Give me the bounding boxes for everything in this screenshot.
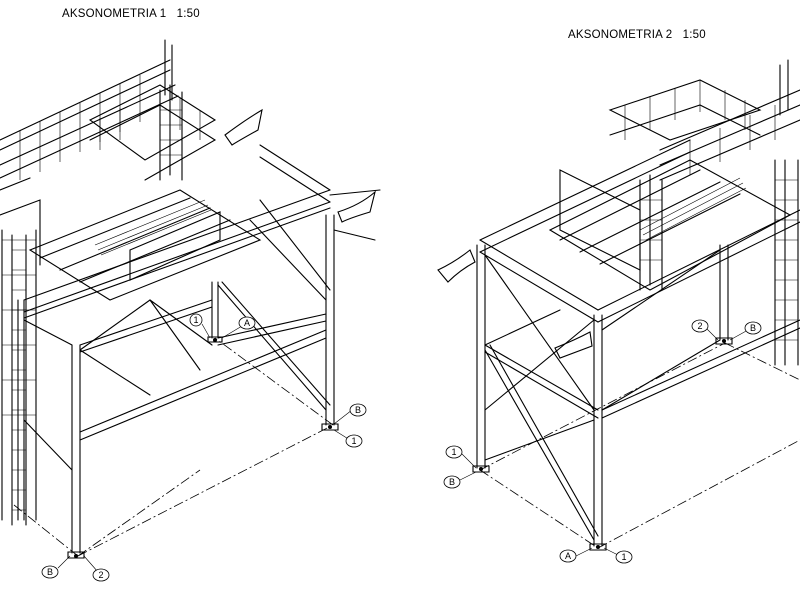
grid-marker-1-6: 2 xyxy=(92,568,110,582)
axonometry-2-structure xyxy=(437,59,800,557)
drawing-scale-2: 1:50 xyxy=(682,29,706,41)
svg-text:B: B xyxy=(355,405,361,415)
svg-text:1: 1 xyxy=(351,436,356,446)
grid-markers-1: 1 A B 1 B 2 xyxy=(41,313,367,582)
axonometry-1-structure xyxy=(0,39,381,573)
drawing-title-2: AKSONOMETRIA 2 1:50 xyxy=(568,29,706,41)
grid-marker-2-1: 2 xyxy=(691,319,709,333)
svg-text:B: B xyxy=(750,323,756,333)
svg-text:B: B xyxy=(449,477,455,487)
svg-text:B: B xyxy=(47,567,53,577)
grid-marker-2-2: B xyxy=(744,321,762,335)
drawing-scale-1: 1:50 xyxy=(176,8,200,20)
svg-text:1: 1 xyxy=(193,315,198,325)
drawing-title-1: AKSONOMETRIA 1 1:50 xyxy=(62,8,200,20)
svg-text:2: 2 xyxy=(98,570,103,580)
svg-text:1: 1 xyxy=(621,552,626,562)
svg-text:A: A xyxy=(565,551,571,561)
grid-marker-1-2: A xyxy=(238,316,256,330)
drawing-title-2-name: AKSONOMETRIA 2 xyxy=(568,29,673,41)
grid-marker-1-4: 1 xyxy=(345,434,363,448)
grid-marker-1-1: 1 xyxy=(189,313,203,327)
grid-marker-2-3: 1 xyxy=(445,445,463,459)
grid-marker-2-5: A xyxy=(559,549,577,563)
grid-markers-2: 2 B 1 B A 1 xyxy=(443,319,762,564)
grid-marker-1-3: B xyxy=(349,403,367,417)
svg-text:1: 1 xyxy=(451,447,456,457)
grid-marker-1-5: B xyxy=(41,565,59,579)
svg-text:A: A xyxy=(244,318,250,328)
drawing-title-1-name: AKSONOMETRIA 1 xyxy=(62,8,167,20)
grid-marker-2-4: B xyxy=(443,475,461,489)
svg-text:2: 2 xyxy=(697,321,702,331)
grid-marker-2-6: 1 xyxy=(615,550,633,564)
